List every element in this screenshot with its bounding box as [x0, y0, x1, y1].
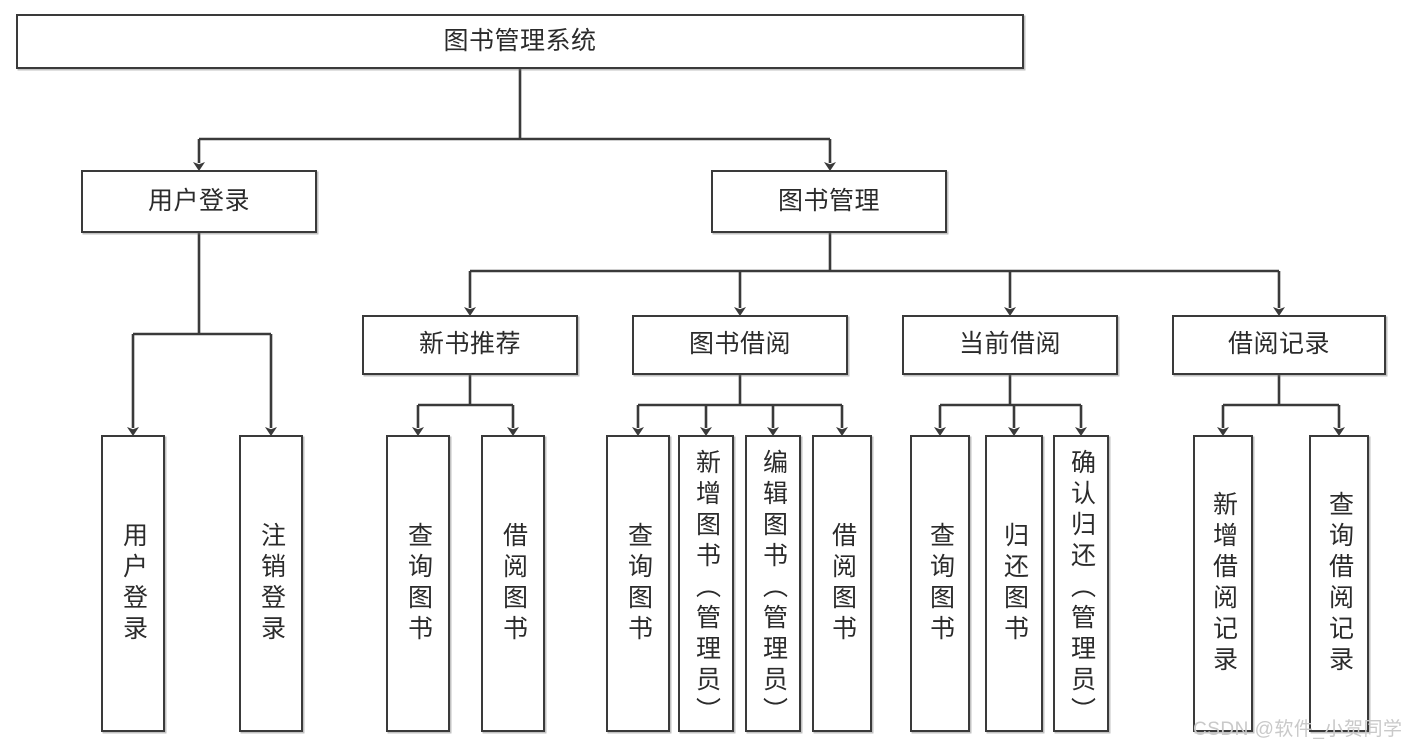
node-leaf-query-borrow-record[interactable]: 查询借阅记录 [1309, 435, 1369, 732]
node-leaf-confirm-return-admin-label: 确认归还（管理员） [1067, 448, 1096, 728]
node-user-login-label: 用户登录 [147, 186, 250, 215]
node-leaf-query-book-3[interactable]: 查询图书 [910, 435, 970, 732]
node-leaf-user-login[interactable]: 用户登录 [101, 435, 165, 732]
node-leaf-query-book-1[interactable]: 查询图书 [386, 435, 450, 732]
node-leaf-logout-label: 注销登录 [257, 521, 286, 646]
node-leaf-add-borrow-record-label: 新增借阅记录 [1209, 490, 1238, 677]
node-leaf-borrow-book-1[interactable]: 借阅图书 [481, 435, 545, 732]
node-user-login[interactable]: 用户登录 [81, 170, 317, 233]
node-leaf-user-login-label: 用户登录 [119, 521, 148, 646]
node-leaf-edit-book-admin-label: 编辑图书（管理员） [759, 448, 788, 728]
node-leaf-add-borrow-record[interactable]: 新增借阅记录 [1193, 435, 1253, 732]
node-leaf-query-book-2-label: 查询图书 [624, 521, 653, 646]
node-leaf-borrow-book-2-label: 借阅图书 [828, 521, 857, 646]
node-leaf-return-book[interactable]: 归还图书 [985, 435, 1043, 732]
node-book-management[interactable]: 图书管理 [711, 170, 947, 233]
node-borrow-record-label: 借阅记录 [1227, 330, 1330, 359]
node-book-management-label: 图书管理 [777, 186, 880, 215]
csdn-watermark: CSDN @软件_小贺同学 [1193, 719, 1403, 740]
node-book-borrow[interactable]: 图书借阅 [632, 315, 848, 375]
node-root[interactable]: 图书管理系统 [16, 14, 1024, 69]
node-root-label: 图书管理系统 [443, 26, 597, 55]
node-leaf-add-book-admin-label: 新增图书（管理员） [692, 448, 721, 728]
node-leaf-return-book-label: 归还图书 [1000, 521, 1029, 646]
node-leaf-query-book-1-label: 查询图书 [404, 521, 433, 646]
node-current-borrow[interactable]: 当前借阅 [902, 315, 1118, 375]
node-leaf-query-book-2[interactable]: 查询图书 [606, 435, 670, 732]
node-leaf-logout[interactable]: 注销登录 [239, 435, 303, 732]
node-leaf-query-borrow-record-label: 查询借阅记录 [1325, 490, 1354, 677]
node-leaf-borrow-book-2[interactable]: 借阅图书 [812, 435, 872, 732]
node-leaf-borrow-book-1-label: 借阅图书 [499, 521, 528, 646]
node-leaf-add-book-admin[interactable]: 新增图书（管理员） [678, 435, 734, 732]
node-leaf-edit-book-admin[interactable]: 编辑图书（管理员） [745, 435, 801, 732]
node-new-book-recommend-label: 新书推荐 [418, 330, 521, 359]
node-borrow-record[interactable]: 借阅记录 [1172, 315, 1386, 375]
node-book-borrow-label: 图书借阅 [688, 330, 791, 359]
node-current-borrow-label: 当前借阅 [958, 330, 1061, 359]
node-leaf-query-book-3-label: 查询图书 [926, 521, 955, 646]
node-new-book-recommend[interactable]: 新书推荐 [362, 315, 578, 375]
node-leaf-confirm-return-admin[interactable]: 确认归还（管理员） [1053, 435, 1109, 732]
